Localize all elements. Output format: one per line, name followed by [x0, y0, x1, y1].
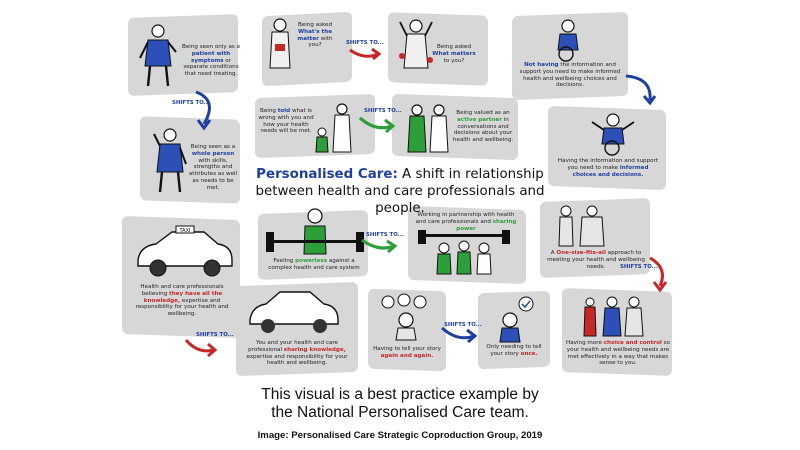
- figure-wheelchair-icon: [557, 19, 579, 62]
- caption-powerless: Feeling powerless against a complex heal…: [268, 258, 360, 271]
- arrow-blue-bottom: [441, 326, 478, 344]
- shift-label-7: SHIFTS TO...: [444, 322, 482, 328]
- caption-story-again: Having to tell your story again and agai…: [373, 346, 441, 359]
- figure-one-size-icon: [558, 205, 605, 247]
- arrow-red-top: [349, 47, 382, 61]
- figure-taxi-icon: TAXI: [137, 225, 233, 277]
- arrow-blue-down-left: [195, 90, 212, 131]
- shift-label-2: SHIFTS TO...: [346, 40, 384, 46]
- figure-matter-with-icon: [269, 18, 291, 69]
- caption-partner: Being valued as an active partner in con…: [452, 110, 514, 144]
- caption-not-having: Not having the information and support y…: [519, 62, 621, 89]
- caption-sharing-knowledge: You and your health and care professiona…: [246, 340, 348, 367]
- arrow-green-lower: [361, 238, 398, 254]
- shift-label-4: SHIFTS TO...: [366, 232, 404, 238]
- arrow-green-middle: [358, 116, 396, 134]
- figure-partners-icon: [407, 104, 449, 153]
- shift-label-5: SHIFTS TO...: [620, 264, 658, 270]
- figure-patient-icon: [139, 24, 177, 87]
- figure-thinking-icon: [381, 293, 427, 341]
- figure-matters-to-icon: [399, 19, 433, 69]
- shift-label-1: SHIFTS TO...: [172, 100, 210, 106]
- arrow-red-bottom-left: [184, 338, 218, 358]
- shift-label-6: SHIFTS TO...: [196, 332, 234, 338]
- caption-matters-to: Being asked What matters to you?: [432, 44, 476, 64]
- figure-whole-person-icon: [153, 128, 187, 193]
- caption-told: Being told what is wrong with you and ho…: [258, 108, 314, 135]
- caption-choice: Having more choice and control so your h…: [566, 340, 670, 367]
- caption-having: Having the information and support you n…: [557, 158, 659, 178]
- caption-one-size: A One-size-fits-all approach to meeting …: [547, 250, 645, 270]
- caption-knowledge: Health and care professionals believing …: [135, 284, 229, 318]
- figure-doctor-child-icon: [315, 103, 352, 153]
- taxi-sign: TAXI: [179, 228, 191, 234]
- figure-choice-icon: [583, 296, 644, 337]
- caption-patient: Being seen only as a patient with sympto…: [182, 44, 240, 78]
- footer-credit: Image: Personalised Care Strategic Copro…: [257, 430, 543, 441]
- shift-label-3: SHIFTS TO...: [364, 108, 402, 114]
- caption-story-once: Only needing to tell your story once.: [486, 344, 542, 357]
- arrow-red-right: [649, 256, 668, 293]
- figure-wheelchair-informed-icon: [591, 113, 635, 156]
- caption-sharing-power: Working in partnership with health and c…: [415, 212, 517, 232]
- footer-description: This visual is a best practice example b…: [261, 386, 539, 421]
- arrow-blue-right-top: [625, 74, 657, 106]
- caption-whole-person: Being seen as a whole person with skills…: [188, 144, 238, 191]
- caption-matter-with: Being asked What's the matter with you?: [297, 22, 333, 49]
- figure-weight-powerless-icon: [266, 208, 364, 255]
- figure-once-icon: [499, 296, 534, 343]
- figure-weight-sharing-power-icon: [418, 230, 510, 275]
- figure-car-icon: [249, 291, 339, 333]
- infographic-title: Personalised Care: A shift in relationsh…: [255, 167, 545, 216]
